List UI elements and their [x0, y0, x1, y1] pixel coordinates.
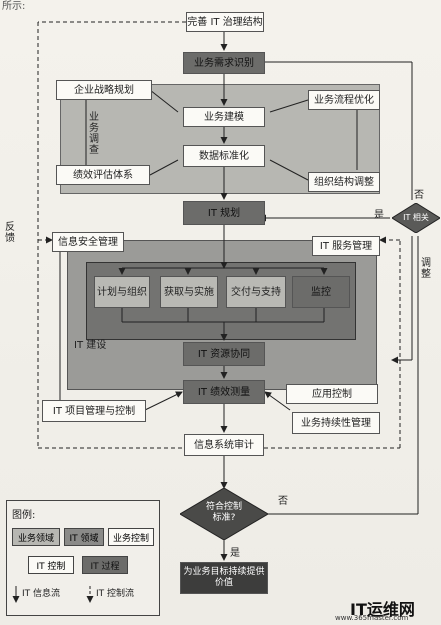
node-is-audit: 信息系统审计 — [184, 434, 264, 456]
edge-label-no-decision: 否 — [278, 496, 288, 507]
decision-meets-standard-label: 符合控制标准? — [205, 502, 242, 523]
node-performance-evaluation: 绩效评估体系 — [56, 165, 150, 185]
node-application-control: 应用控制 — [286, 384, 378, 404]
node-info-security: 信息安全管理 — [52, 232, 124, 252]
node-acquire-implement: 获取与实施 — [160, 276, 218, 308]
watermark-logo: IT运维网 — [350, 600, 415, 619]
legend-it-control: IT 控制 — [28, 556, 74, 574]
node-business-needs: 业务需求识别 — [183, 52, 265, 74]
label-it-construction: IT 建设 — [74, 340, 107, 351]
node-business-continuity: 业务持续性管理 — [292, 412, 380, 434]
node-process-optimization: 业务流程优化 — [308, 90, 380, 110]
node-it-resource: IT 资源协同 — [183, 342, 265, 366]
node-business-modeling: 业务建模 — [183, 107, 265, 127]
legend-it-domain: IT 领域 — [64, 528, 104, 546]
legend-control-flow: IT 控制流 — [96, 589, 135, 599]
node-monitor: 监控 — [292, 276, 350, 308]
legend-business-control: 业务控制 — [108, 528, 154, 546]
node-it-performance: IT 绩效测量 — [183, 380, 265, 404]
edge-label-feedback: 反馈 — [5, 222, 15, 244]
node-business-value-label: 为业务目标持续提供价值 — [183, 567, 265, 588]
decision-meets-standard: 符合控制标准? — [180, 488, 268, 540]
node-it-project-management: IT 项目管理与控制 — [42, 400, 146, 422]
node-improve-it-governance: 完善 IT 治理结构 — [186, 12, 264, 32]
node-enterprise-strategy: 企业战略规划 — [56, 80, 152, 100]
edge-label-adjust: 调整 — [421, 258, 431, 280]
edge-label-yes-decision: 是 — [230, 548, 240, 559]
node-business-value: 为业务目标持续提供价值 — [180, 562, 268, 594]
decision-it-related-label: IT 相关 — [403, 213, 429, 222]
watermark-url: www.365master.com — [335, 614, 409, 622]
decision-it-related: IT 相关 — [392, 203, 440, 233]
node-plan-organize: 计划与组织 — [94, 276, 150, 308]
node-deliver-support: 交付与支持 — [226, 276, 286, 308]
corner-text: 所示: — [2, 1, 26, 12]
legend-info-flow: IT 信息流 — [22, 589, 61, 599]
legend-flow-lines — [12, 586, 94, 603]
legend-title: 图例: — [12, 510, 36, 521]
edge-label-yes-it: 是 — [374, 210, 384, 221]
node-org-adjustment: 组织结构调整 — [308, 172, 380, 192]
legend-business-domain: 业务领域 — [12, 528, 60, 546]
node-it-service: IT 服务管理 — [312, 236, 380, 256]
label-business-survey: 业务调查 — [89, 112, 99, 156]
edge-label-no-it: 否 — [414, 190, 424, 201]
legend-it-process: IT 过程 — [82, 556, 128, 574]
node-data-standardization: 数据标准化 — [183, 145, 265, 167]
node-it-planning: IT 规划 — [183, 201, 265, 225]
